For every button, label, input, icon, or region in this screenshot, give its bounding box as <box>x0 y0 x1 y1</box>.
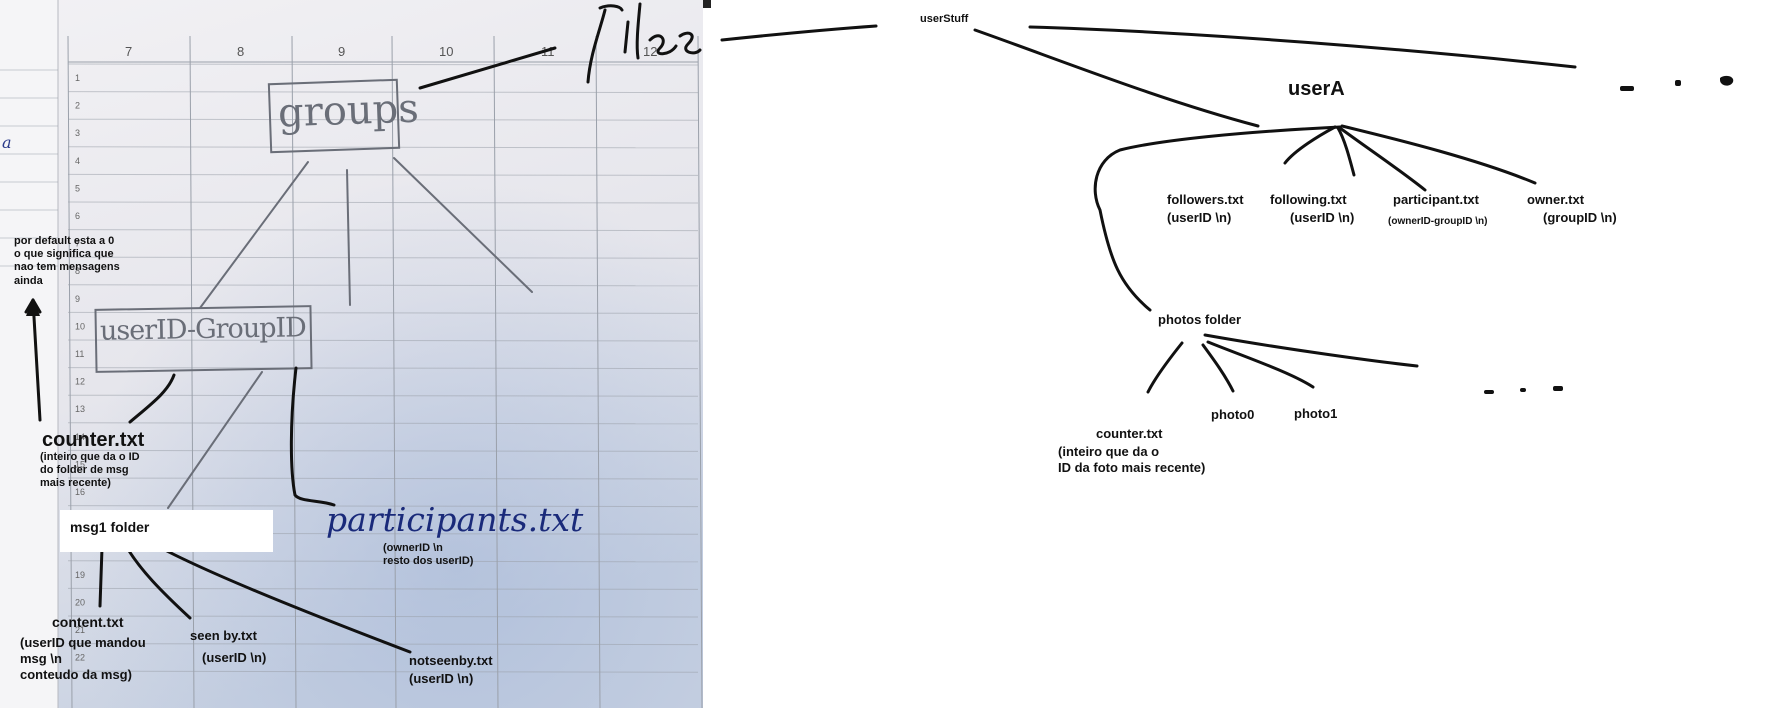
row-number: 22 <box>75 653 85 663</box>
default-note: por default esta a 0 o que significa que… <box>14 235 120 287</box>
participant-title: participant.txt <box>1393 192 1479 207</box>
counter-desc-left: (inteiro que da o ID do folder de msg ma… <box>40 451 140 490</box>
files-scribble <box>586 2 702 84</box>
photo1-node: photo1 <box>1294 406 1338 421</box>
row-number: 5 <box>75 183 80 193</box>
userid-groupid-handwritten: userID-GroupID <box>99 312 307 347</box>
counter-title-right: counter.txt <box>1096 426 1163 441</box>
row-number: 20 <box>75 597 85 607</box>
row-number: 14 <box>75 432 85 442</box>
following-desc: (userID \n) <box>1290 210 1355 225</box>
msg-folder-box <box>60 510 273 552</box>
column-number: 8 <box>237 44 244 59</box>
row-number: 12 <box>75 377 85 387</box>
row-number: 11 <box>75 349 84 359</box>
participant-desc: (ownerID-groupID \n) <box>1388 216 1488 227</box>
content-desc: (userID que mandou msg \n conteudo da ms… <box>20 635 146 683</box>
row-number: 4 <box>75 156 80 166</box>
following-title: following.txt <box>1270 192 1347 207</box>
userstuff-node: userStuff <box>920 13 969 25</box>
column-number: 9 <box>338 44 345 59</box>
row-number: 6 <box>75 211 80 221</box>
counter-desc-right: (inteiro que da o ID da foto mais recent… <box>1058 444 1206 475</box>
row-number: 19 <box>75 570 85 580</box>
seenby-desc: (userID \n) <box>202 650 267 665</box>
column-number: 7 <box>125 44 132 59</box>
row-number: 8 <box>75 266 80 276</box>
counter-title-left: counter.txt <box>42 429 145 451</box>
followers-title: followers.txt <box>1167 192 1244 207</box>
owner-title: owner.txt <box>1527 192 1585 207</box>
usera-node: userA <box>1288 78 1345 100</box>
notseenby-title: notseenby.txt <box>409 653 493 668</box>
notebook-grid <box>67 35 703 708</box>
owner-desc: (groupID \n) <box>1543 210 1617 225</box>
row-number: 21 <box>75 625 85 635</box>
row-number: 2 <box>75 101 80 111</box>
row-number: 16 <box>75 487 85 497</box>
groups-box <box>267 78 401 154</box>
content-title: content.txt <box>52 614 124 630</box>
ellipsis-marks <box>1484 75 1734 394</box>
groups-handwritten: groups <box>277 85 420 137</box>
row-number: 13 <box>75 404 85 414</box>
photo0-node: photo0 <box>1211 407 1255 422</box>
participants-desc: (ownerID \n resto dos userID) <box>383 542 474 568</box>
row-number: 10 <box>75 321 85 331</box>
userid-groupid-box <box>94 305 313 373</box>
participants-handwritten: participants.txt <box>326 500 584 539</box>
row-number: 15 <box>75 459 85 469</box>
notseenby-desc: (userID \n) <box>409 671 474 686</box>
column-number: 10 <box>439 44 453 59</box>
row-number: 7 <box>75 239 80 249</box>
followers-desc: (userID \n) <box>1167 210 1232 225</box>
row-number: 9 <box>75 294 80 304</box>
seenby-title: seen by.txt <box>190 628 257 643</box>
photos-folder-node: photos folder <box>1158 312 1242 327</box>
msg-folder-label: msg1 folder <box>70 519 150 535</box>
column-number: 12 <box>643 44 657 59</box>
row-number: 1 <box>75 73 80 83</box>
svg-text:a: a <box>2 133 12 152</box>
row-number: 3 <box>75 128 80 138</box>
arrow-head <box>26 298 40 316</box>
